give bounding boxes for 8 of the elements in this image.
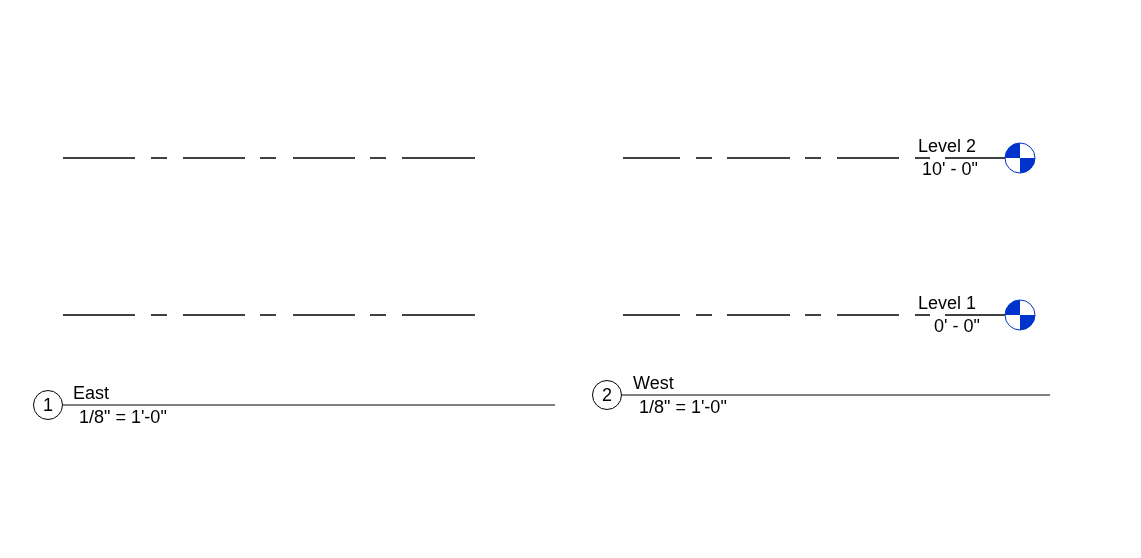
elevation-value: 10' - 0"	[922, 158, 978, 180]
elevation-value: 0' - 0"	[934, 315, 980, 337]
view-title: East	[73, 382, 110, 404]
view-title: West	[633, 372, 674, 394]
level-name: Level 2	[918, 135, 977, 157]
view-scale: 1/8" = 1'-0"	[79, 406, 167, 428]
view-scale: 1/8" = 1'-0"	[639, 396, 727, 418]
level-name: Level 1	[918, 292, 977, 314]
